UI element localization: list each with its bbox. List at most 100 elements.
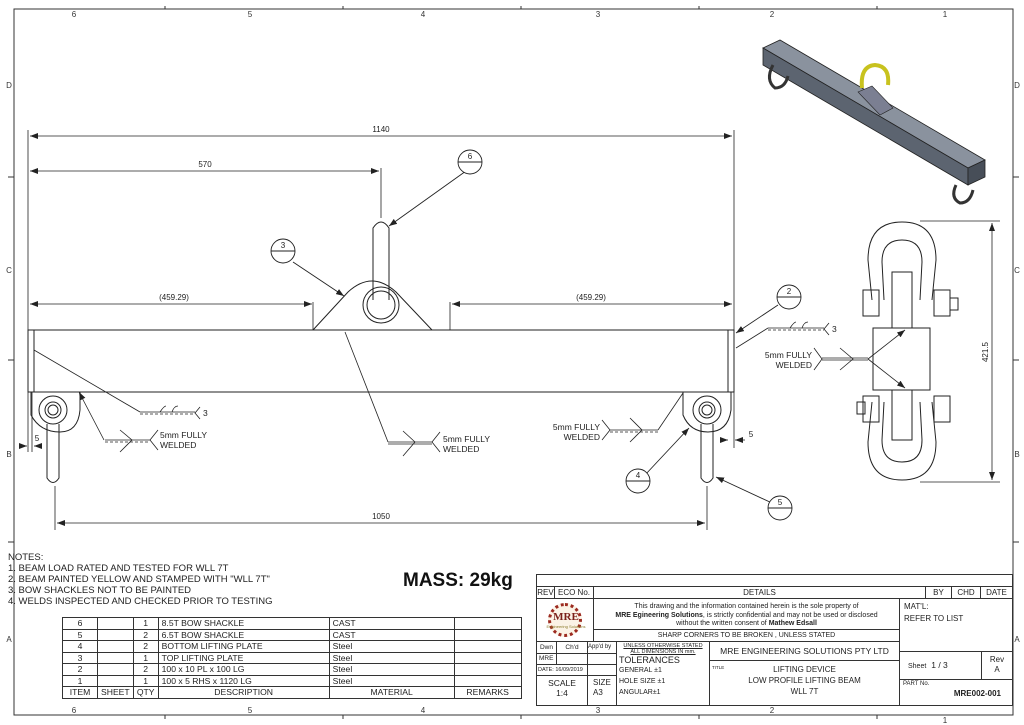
weld-note-line1: 5mm FULLY: [443, 434, 490, 444]
title-line-1: LIFTING DEVICE: [773, 665, 836, 674]
dim-overall-length: 1140: [372, 125, 390, 134]
zone-label: 2: [770, 10, 775, 19]
drawing-title: TITLE LIFTING DEVICE LOW PROFILE LIFTING…: [709, 660, 900, 706]
zone-label: 5: [248, 706, 253, 715]
material-label: MAT'L:: [904, 602, 929, 611]
svg-text:6: 6: [468, 152, 473, 161]
part-label: PART No.: [903, 681, 930, 687]
sheet-value: 1 / 3: [931, 660, 948, 670]
weld-tail-value: 3: [832, 324, 837, 334]
dim-left-plate-offset: (459.29): [159, 293, 189, 302]
table-row: 4 2 BOTTOM LIFTING PLATE Steel: [62, 640, 522, 653]
dim-shackle-centres: 1050: [372, 512, 390, 521]
part-number: MRE002-001: [953, 689, 1001, 698]
balloon-item-6: 6: [388, 149, 483, 227]
dim-right-plate-offset: (459.29): [576, 293, 606, 302]
weld-note-line2: WELDED: [776, 360, 812, 370]
weld-note-line2: WELDED: [443, 444, 479, 454]
beam-side-view: [856, 221, 959, 481]
dim-right-end-gap: 5: [749, 430, 754, 439]
part-number-cell: PART No. MRE002-001: [899, 679, 1013, 706]
tolerance-angular: ANGULAR±1: [619, 689, 661, 696]
size-value: A3: [593, 688, 603, 697]
note-item: 4. WELDS INSPECTED AND CHECKED PRIOR TO …: [8, 596, 273, 607]
beam-front-view: [27, 221, 735, 483]
size-cell: SIZE A3: [587, 675, 617, 706]
isometric-view: [762, 39, 986, 205]
dim-side-height: 421.5: [981, 341, 990, 362]
balloon-item-4: 4: [625, 427, 690, 494]
zone-label: C: [1014, 266, 1020, 275]
material-cell: MAT'L: REFER TO LIST: [899, 598, 1013, 652]
right-bottom-shackle: [682, 392, 732, 483]
weld-symbol-left-plate: [78, 391, 159, 453]
table-row: 2 2 100 x 10 PL x 100 LG Steel: [62, 663, 522, 676]
weld-symbol-right-plate: [601, 392, 684, 443]
zone-label: B: [6, 450, 11, 459]
weld-note-line1: 5mm FULLY: [765, 350, 812, 360]
confidentiality-notice: This drawing and the information contain…: [593, 598, 900, 630]
weld-tail-left: [33, 349, 201, 420]
notes-heading: NOTES:: [8, 552, 44, 563]
balloon-item-3: 3: [270, 238, 345, 297]
drawing-frame: [8, 6, 1019, 719]
zone-label: 4: [421, 706, 426, 715]
zone-label: 3: [596, 10, 601, 19]
zone-label: 3: [596, 706, 601, 715]
svg-text:3: 3: [281, 241, 286, 250]
dim-left-end-gap: 5: [35, 434, 40, 443]
weld-tail-value: 3: [203, 408, 208, 418]
zone-label: A: [6, 635, 12, 644]
material-value: REFER TO LIST: [904, 614, 964, 623]
weld-symbol-top-plate: [344, 331, 441, 457]
sheet-label: Sheet: [908, 663, 927, 670]
zone-label: 6: [72, 10, 77, 19]
zone-label: 6: [72, 706, 77, 715]
table-row: 1 1 100 x 5 RHS x 1120 LG Steel: [62, 674, 522, 687]
date-value: 16/09/2019: [555, 667, 583, 673]
balloon-item-2: 2: [735, 284, 802, 334]
tolerances-cell: UNLESS OTHERWISE STATED ALL DIMENSIONS I…: [616, 641, 710, 706]
logo-gear-icon: [548, 603, 582, 637]
rev-value: A: [994, 665, 1000, 674]
tolerance-general: GENERAL ±1: [619, 667, 662, 674]
zone-label: D: [1014, 81, 1020, 90]
mass-label: MASS: 29kg: [403, 570, 513, 591]
tolerance-hole: HOLE SIZE ±1: [619, 678, 666, 685]
scale-cell: SCALE 1:4: [536, 675, 588, 706]
weld-symbol-side: [813, 329, 906, 389]
logo-text: MRE: [553, 611, 579, 623]
zone-label: C: [6, 266, 12, 275]
balloon-item-5: 5: [715, 476, 793, 521]
weld-tail-right: [735, 321, 830, 349]
tolerances-heading: TOLERANCES: [619, 655, 680, 665]
note-item: 2. BEAM PAINTED YELLOW AND STAMPED WITH …: [8, 574, 270, 585]
zone-label: 1: [943, 716, 948, 725]
svg-text:4: 4: [636, 471, 641, 480]
weld-note-line2: WELDED: [564, 432, 600, 442]
weld-note-line1: 5mm FULLY: [160, 430, 207, 440]
table-row: 6 1 8.5T BOW SHACKLE CAST: [62, 617, 522, 630]
zone-label: 5: [248, 10, 253, 19]
zone-label: A: [1014, 635, 1020, 644]
bill-of-materials: 6 1 8.5T BOW SHACKLE CAST 5 2 6.5T BOW S…: [62, 617, 522, 699]
sheet-cell: Sheet 1 / 3: [899, 651, 982, 680]
company-logo: MRE Engineering Solutions: [536, 598, 594, 642]
logo-sub: Engineering Solutions: [546, 624, 586, 629]
note-item: 3. BOW SHACKLES NOT TO BE PAINTED: [8, 585, 192, 596]
table-header-row: ITEM SHEET QTY DESCRIPTION MATERIAL REMA…: [62, 686, 522, 699]
zone-label: 1: [943, 10, 948, 19]
company-name: MRE ENGINEERING SOLUTIONS PTY LTD: [709, 641, 900, 661]
left-bottom-shackle: [30, 392, 81, 483]
dim-centre-to-lug: 570: [198, 160, 212, 169]
rev-label: Rev: [989, 655, 1005, 664]
weld-note-line2: WELDED: [160, 440, 196, 450]
all-dimensions: ALL DIMENSIONS IN mm.: [630, 649, 696, 655]
zone-label: 2: [770, 706, 775, 715]
scale-label: SCALE: [548, 678, 576, 688]
size-label: SIZE: [593, 678, 611, 687]
svg-text:2: 2: [787, 287, 792, 296]
weld-note-line1: 5mm FULLY: [553, 422, 600, 432]
notes-block: NOTES: 1. BEAM LOAD RATED AND TESTED FOR…: [8, 552, 272, 607]
